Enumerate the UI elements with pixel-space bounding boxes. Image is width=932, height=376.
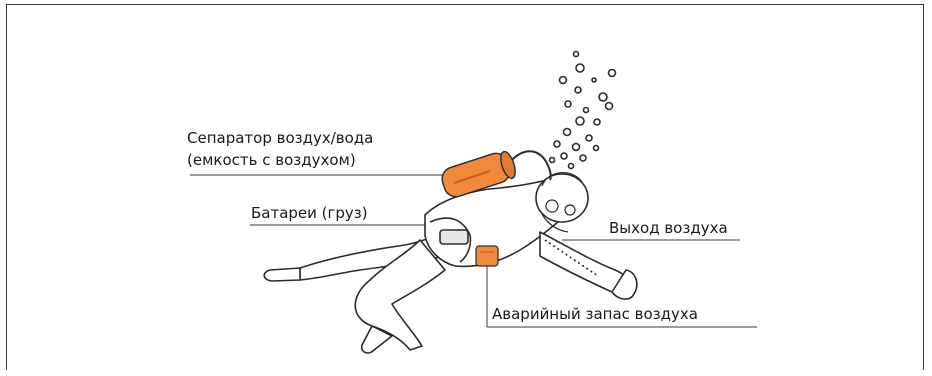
batteries-label: Батареи (груз) xyxy=(251,203,368,223)
helmet-icon xyxy=(536,174,588,222)
air-bubbles-icon xyxy=(550,52,616,169)
diver-figure-icon xyxy=(264,173,637,353)
back-fin xyxy=(264,268,300,281)
emergency-air-label: Аварийный запас воздуха xyxy=(492,304,698,324)
battery-pack xyxy=(440,230,468,244)
separator-label-line2: (емкость с воздухом) xyxy=(187,150,356,170)
separator-label-line1: Сепаратор воздух/вода xyxy=(187,128,373,148)
emergency-air-pack-icon xyxy=(476,246,498,266)
air-outlet-label: Выход воздуха xyxy=(609,218,728,238)
arm xyxy=(540,232,628,292)
